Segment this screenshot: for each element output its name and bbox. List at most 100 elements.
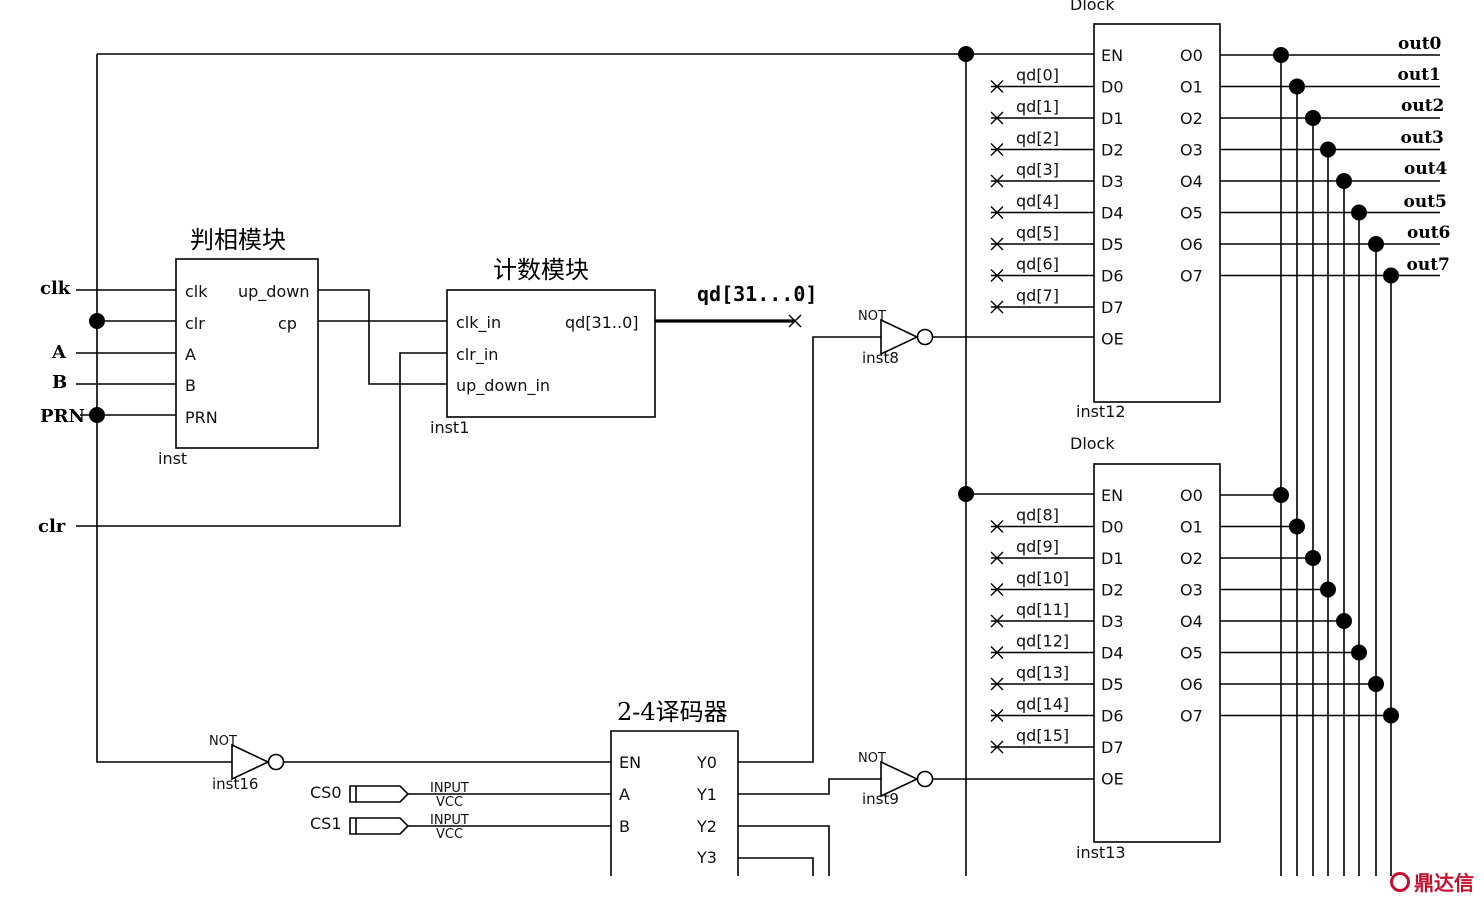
dlock1-pin-o3: O3 [1180, 141, 1203, 160]
not-inst16-body [231, 743, 270, 781]
dlock2-instance: inst13 [1076, 843, 1126, 862]
dlock2-pin-oe: OE [1101, 770, 1124, 789]
dlock2-net-label: qd[15] [1016, 726, 1069, 745]
phase-module-title: 判相模块 [190, 226, 286, 254]
pin-cs1-name: CS1 [310, 814, 342, 833]
counter-instance-label: inst1 [430, 418, 469, 437]
dlock2-pin-o4: O4 [1180, 612, 1203, 631]
dlock2-net-label: qd[14] [1016, 695, 1069, 714]
dlock2-pin-o2: O2 [1180, 549, 1203, 568]
phase-instance-label: inst [158, 449, 187, 468]
wire-y2 [738, 825, 830, 876]
not-inst8-type: NOT [858, 309, 886, 324]
dlock2-nets: qd[8]qd[9]qd[10]qd[11]qd[12]qd[13]qd[14]… [990, 506, 1094, 754]
decoder-title: 2-4译码器 [617, 698, 728, 726]
dlock2-title: Dlock [1070, 434, 1115, 453]
output-label-out5: out5 [1404, 192, 1447, 212]
wire-clr-main [76, 352, 447, 527]
dlock2-pin-o0: O0 [1180, 486, 1203, 505]
not-inst8-bubble [916, 328, 934, 346]
not-inst16-bubble [267, 753, 285, 771]
dlock2-net-label: qd[12] [1016, 632, 1069, 651]
dlock2-pin-d3: D3 [1101, 612, 1124, 631]
dlock2-pin-d4: D4 [1101, 644, 1124, 663]
pin-cs1-type: INPUT [430, 813, 469, 828]
dlock2-pin-d0: D0 [1101, 518, 1124, 537]
decoder-box [610, 730, 739, 876]
dlock2-net-label: qd[9] [1016, 537, 1059, 556]
input-b-label: B [52, 372, 67, 393]
phase-module-box [175, 258, 319, 449]
dlock1-net-label: qd[1] [1016, 97, 1059, 116]
dlock1-pin-d2: D2 [1101, 141, 1124, 160]
dlock1-unconnected-x-icon [990, 269, 1004, 282]
decoder-pin-a: A [619, 785, 630, 804]
pin-cs0-type: INPUT [430, 781, 469, 796]
phase-pin-clk: clk [185, 282, 208, 301]
pin-cs1-default: VCC [436, 827, 463, 842]
decoder-pin-y0: Y0 [696, 753, 717, 772]
dlock2-net-label: qd[11] [1016, 600, 1069, 619]
counter-module-title: 计数模块 [493, 256, 589, 284]
counter-pin-up-down-in: up_down_in [456, 376, 550, 396]
not-inst16-instance: inst16 [212, 775, 258, 793]
decoder-pin-en: EN [619, 753, 641, 772]
input-clr-label: clr [38, 516, 66, 537]
dlock2-unconnected-x-icon [990, 740, 1004, 754]
bus-end-x-icon [788, 314, 802, 328]
input-prn-label: PRN [40, 406, 85, 427]
input-a-label: A [51, 342, 67, 363]
dlock1-pin-oe: OE [1101, 330, 1124, 349]
dlock2-unconnected-x-icon [990, 614, 1004, 628]
dlock1-pin-o2: O2 [1180, 109, 1203, 128]
dlock2-pin-o3: O3 [1180, 581, 1203, 600]
dlock1-net-label: qd[2] [1016, 129, 1059, 148]
dlock1-net-label: qd[4] [1016, 192, 1059, 211]
dlock2-net-label: qd[10] [1016, 569, 1069, 588]
dlock1-box [1093, 23, 1221, 403]
output-label-out3: out3 [1401, 128, 1444, 148]
dlock2-pin-o7: O7 [1180, 707, 1203, 726]
not-inst9-bubble [916, 770, 934, 788]
dlock1-unconnected-x-icon [990, 206, 1004, 219]
dlock1-nets: qd[0]qd[1]qd[2]qd[3]qd[4]qd[5]qd[6]qd[7] [990, 66, 1094, 314]
dlock1-pin-en: EN [1101, 46, 1123, 65]
dlock1-pin-o1: O1 [1180, 78, 1203, 97]
counter-pin-qd: qd[31..0] [565, 313, 639, 332]
dlock1-net-label: qd[5] [1016, 223, 1059, 242]
output-label-out7: out7 [1407, 255, 1450, 275]
dlock2-pin-o1: O1 [1180, 518, 1203, 537]
dlock2-unconnected-x-icon [990, 646, 1004, 659]
input-clk-label: clk [40, 278, 71, 299]
dlock1-pin-d7: D7 [1101, 298, 1124, 317]
junction-en1 [958, 46, 974, 62]
dlock1-pin-d5: D5 [1101, 235, 1124, 254]
wire-y0-to-not8 [738, 336, 881, 763]
bus-label: qd[31...0] [697, 282, 817, 306]
dlock2-pin-o5: O5 [1180, 644, 1203, 663]
not-inst8-instance: inst8 [862, 349, 899, 367]
dlock1-net-label: qd[7] [1016, 286, 1059, 305]
dlock1-unconnected-x-icon [990, 174, 1004, 188]
dlock1-pin-d0: D0 [1101, 78, 1124, 97]
pin-cs1-shape [349, 817, 410, 835]
dlock2-unconnected-x-icon [990, 677, 1004, 691]
pin-cs0-default: VCC [436, 795, 463, 810]
dlock1-pin-o0: O0 [1180, 46, 1203, 65]
counter-pin-clr-in: clr_in [456, 345, 498, 365]
dlock1-pin-o4: O4 [1180, 172, 1203, 191]
dlock1-net-label: qd[0] [1016, 66, 1059, 85]
dlock2-unconnected-x-icon [990, 583, 1004, 596]
dlock2-unconnected-x-icon [990, 709, 1004, 722]
phase-pin-clr: clr [185, 314, 205, 333]
wire-y1-to-not9 [738, 778, 881, 795]
dlock1-net-label: qd[6] [1016, 255, 1059, 274]
decoder-pin-y2: Y2 [696, 817, 717, 836]
dlock2-unconnected-x-icon [990, 551, 1004, 565]
dlock1-unconnected-x-icon [990, 111, 1004, 125]
